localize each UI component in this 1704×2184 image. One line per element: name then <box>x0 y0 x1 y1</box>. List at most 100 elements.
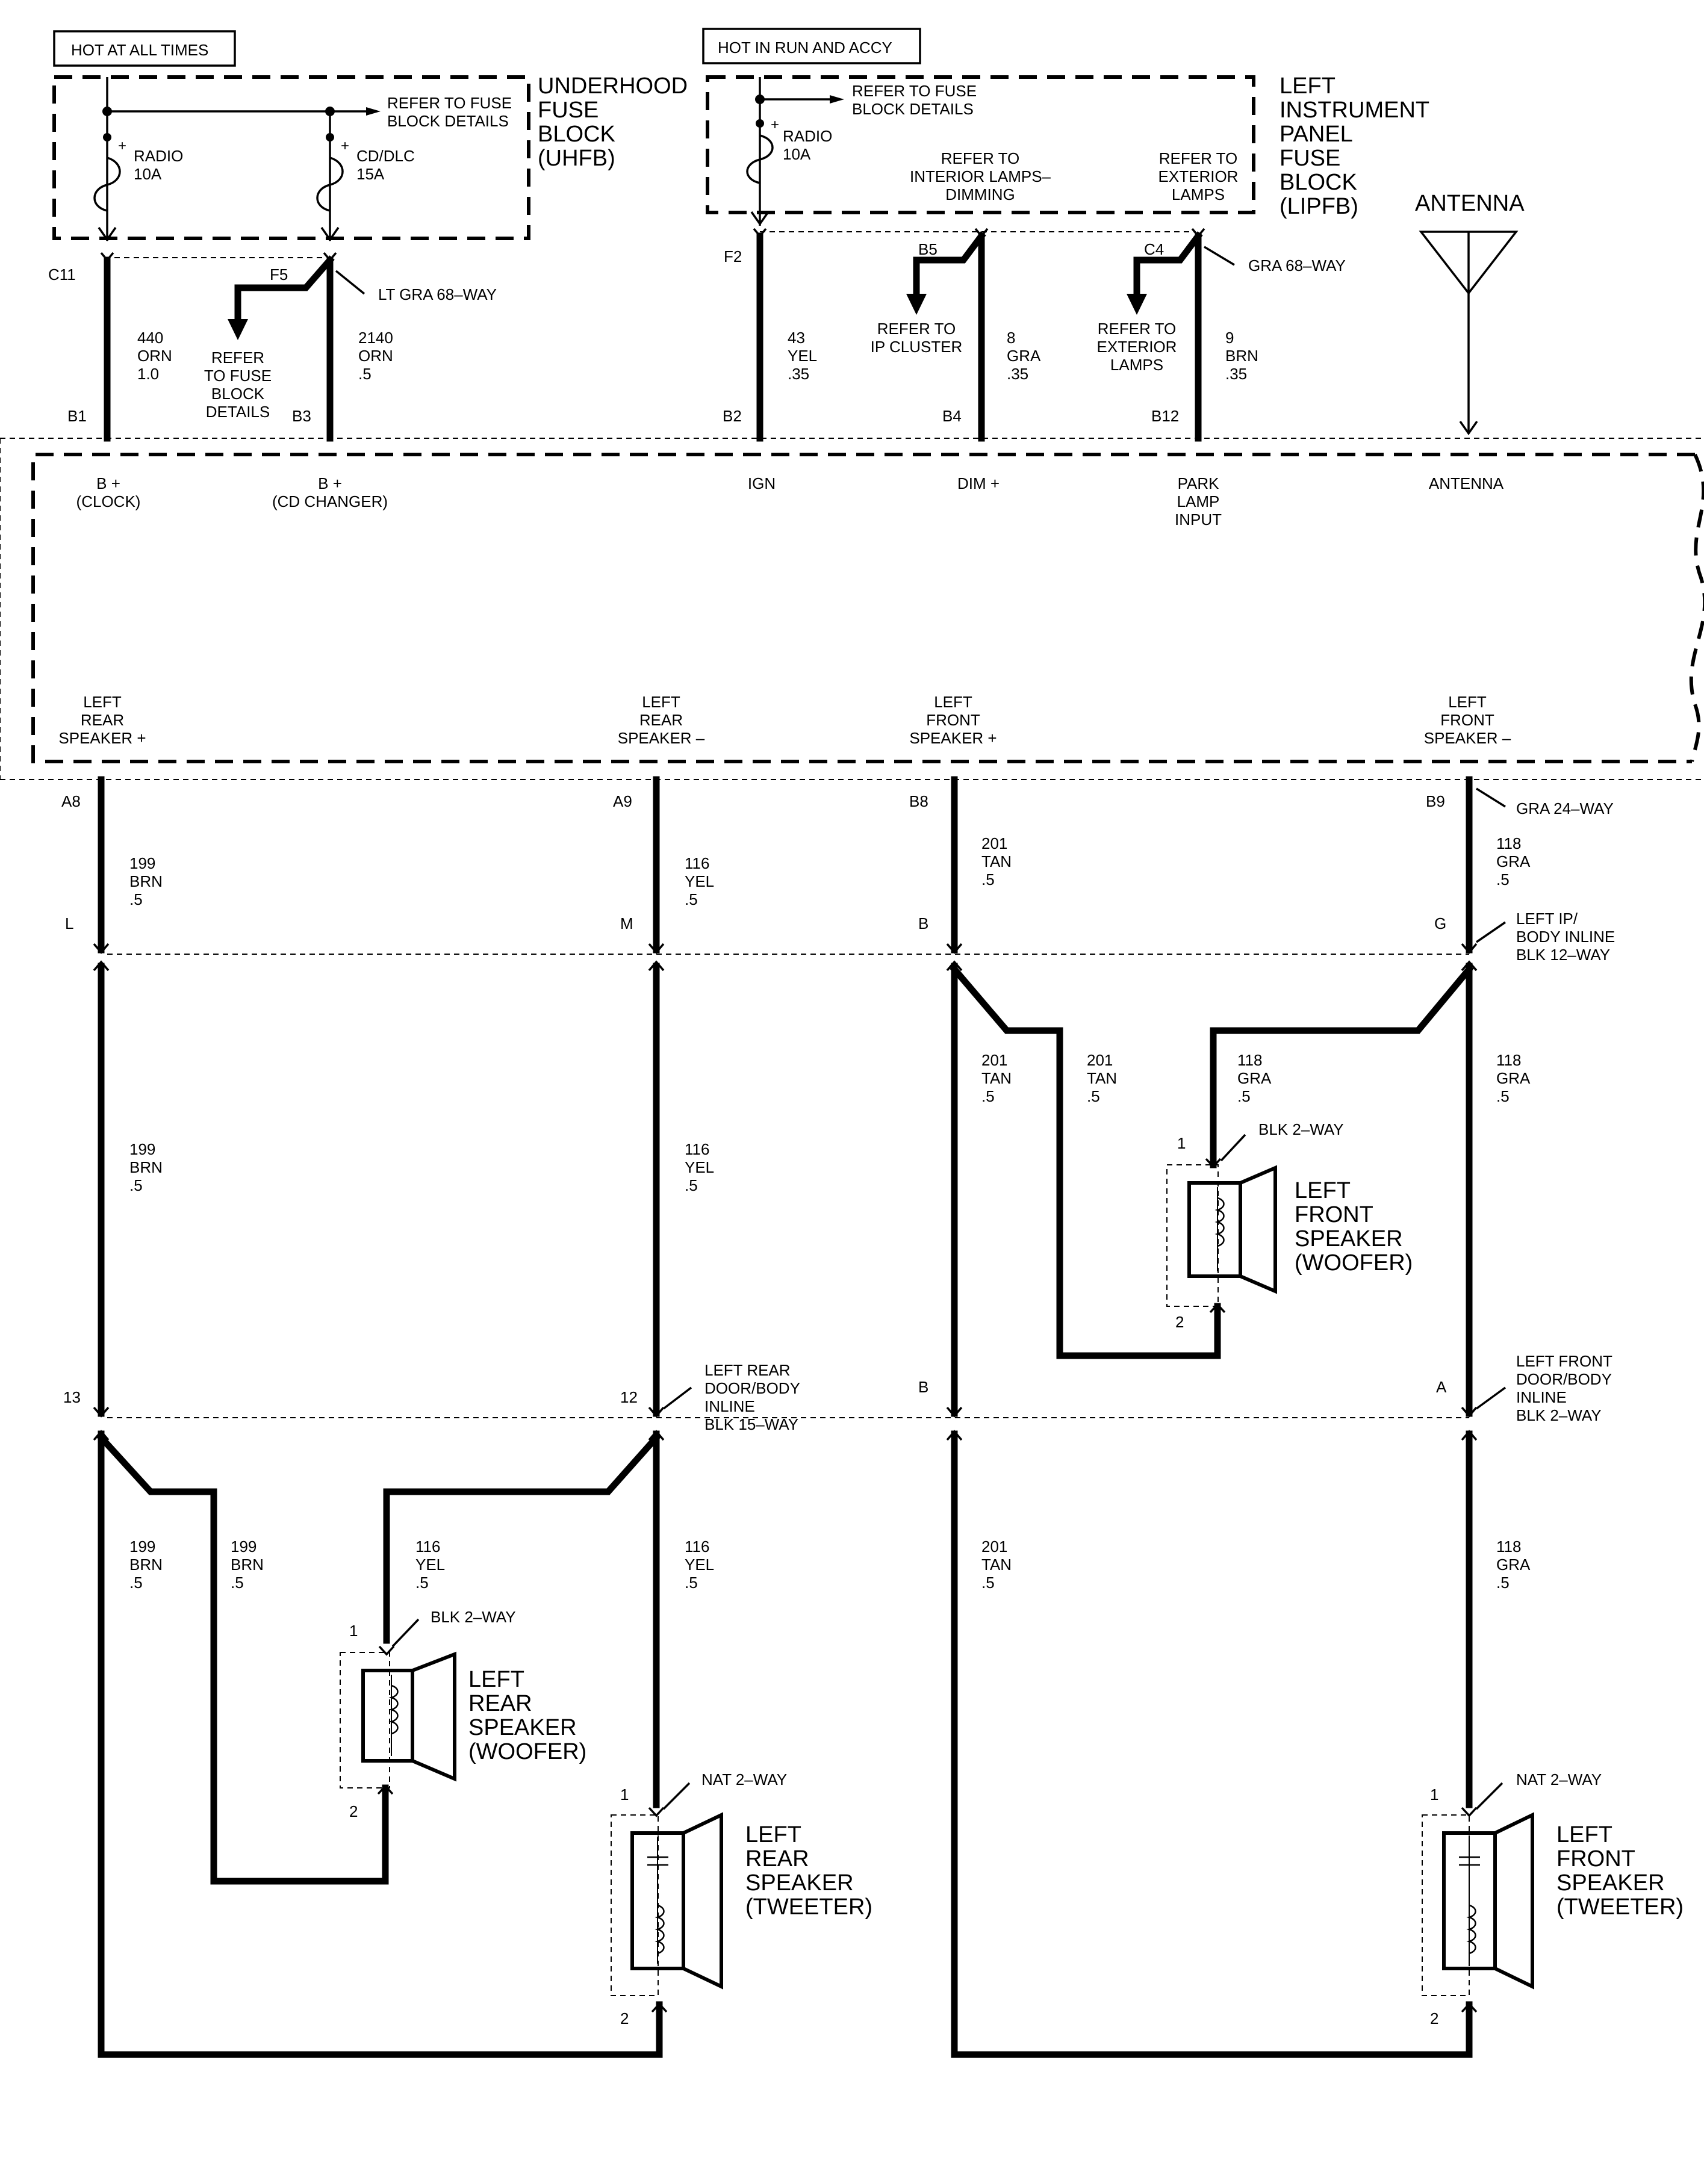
svg-text:DOOR/BODY: DOOR/BODY <box>1516 1370 1612 1388</box>
svg-text:.35: .35 <box>788 365 809 383</box>
svg-text:BRN: BRN <box>129 1158 163 1176</box>
svg-text:BODY INLINE: BODY INLINE <box>1516 928 1615 946</box>
svg-text:.5: .5 <box>358 365 372 383</box>
conn-nat-2-way-front: NAT 2–WAY <box>1516 1770 1602 1788</box>
svg-text:FUSE: FUSE <box>1280 146 1340 171</box>
wire-199-label-4: 199 <box>231 1537 257 1556</box>
svg-text:FRONT: FRONT <box>926 711 980 729</box>
wire-116-label-1: 116 <box>685 854 709 872</box>
refer-ip-cluster-text: REFER TO <box>877 320 956 338</box>
left-rear-tweeter-label: LEFT <box>745 1822 801 1847</box>
lipfb-title: LEFT <box>1280 73 1336 99</box>
left-front-woofer: 1 2 BLK 2–WAY LEFT FRONT SPEAKER (WOOFER… <box>1166 1120 1413 1331</box>
svg-text:TAN: TAN <box>981 1069 1012 1087</box>
radio-pin-dim: DIM + <box>957 474 1000 492</box>
wire-199-label-3: 199 <box>129 1537 155 1556</box>
svg-text:+: + <box>118 138 126 154</box>
radio-pin-ign: IGN <box>748 474 776 492</box>
wire-118-label-2: 118 <box>1237 1051 1262 1069</box>
svg-text:SPEAKER +: SPEAKER + <box>58 729 146 747</box>
coil-icon <box>1466 1904 1476 1955</box>
refer-exterior-lamps-branch <box>1133 231 1203 300</box>
svg-text:.5: .5 <box>1237 1087 1251 1105</box>
svg-text:1: 1 <box>1177 1134 1186 1152</box>
svg-text:REAR: REAR <box>639 711 683 729</box>
svg-text:2: 2 <box>349 1802 358 1820</box>
uhfb-fuse-block: HOT AT ALL TIMES + + REFER TO FUSE BLOCK… <box>52 30 688 242</box>
wire-199-lower-loop <box>98 1430 663 2058</box>
left-front-tweeter-label: LEFT <box>1556 1822 1612 1847</box>
svg-text:YEL: YEL <box>685 1556 714 1574</box>
uhfb-outline <box>52 75 530 240</box>
svg-text:10A: 10A <box>783 145 811 163</box>
svg-text:.5: .5 <box>129 890 143 908</box>
radio-pin-park-lamp-input: PARK <box>1178 474 1220 492</box>
svg-text:(CD CHANGER): (CD CHANGER) <box>272 492 388 510</box>
wire-201-lower-loop <box>951 1430 1473 2058</box>
pin-13: 13 <box>63 1388 81 1406</box>
svg-text:DOOR/BODY: DOOR/BODY <box>704 1379 800 1397</box>
svg-text:LAMPS: LAMPS <box>1110 356 1163 374</box>
coil-icon <box>1214 1197 1225 1247</box>
svg-text:TAN: TAN <box>1087 1069 1117 1087</box>
svg-text:BRN: BRN <box>231 1556 264 1574</box>
svg-text:1: 1 <box>349 1622 358 1640</box>
uhfb-title: UNDERHOOD <box>538 73 688 99</box>
radio-fuse-label: RADIO <box>134 147 183 165</box>
refer-fuse-branch <box>234 255 335 326</box>
wire-199-label-1: 199 <box>129 854 155 872</box>
svg-text:BLK 2–WAY: BLK 2–WAY <box>1516 1406 1602 1424</box>
wire-201-woofer-branch <box>950 964 1221 1359</box>
pin-a-door: A <box>1436 1378 1447 1396</box>
radio-pin-left-front-speaker-minus: LEFT <box>1448 693 1487 711</box>
left-front-woofer-label: LEFT <box>1295 1178 1351 1203</box>
uhfb-refer-text: REFER TO FUSE <box>387 94 512 112</box>
conn-blk-2-way-front: BLK 2–WAY <box>1258 1120 1344 1138</box>
lipfb-radio-fuse-symbol <box>746 134 774 184</box>
svg-text:.5: .5 <box>981 1087 995 1105</box>
coil-icon <box>388 1684 399 1735</box>
hot-at-all-times-box <box>53 30 236 67</box>
svg-text:.5: .5 <box>685 1176 698 1194</box>
svg-text:LAMPS: LAMPS <box>1172 185 1225 203</box>
svg-text:BLOCK DETAILS: BLOCK DETAILS <box>852 100 974 118</box>
pin-b8: B8 <box>909 792 928 810</box>
svg-text:SPEAKER: SPEAKER <box>745 1870 854 1896</box>
svg-text:INTERIOR LAMPS–: INTERIOR LAMPS– <box>910 167 1051 185</box>
lipfb-refer-text: REFER TO FUSE <box>852 82 977 100</box>
svg-text:DETAILS: DETAILS <box>206 403 270 421</box>
conn-blk-2-way-rear: BLK 2–WAY <box>431 1608 516 1626</box>
conn-left-ip-body-inline: LEFT IP/ <box>1516 910 1578 928</box>
svg-text:GRA: GRA <box>1496 1556 1531 1574</box>
refer-fuse-block-text: REFER <box>211 349 264 367</box>
svg-text:(WOOFER): (WOOFER) <box>468 1739 586 1764</box>
pin-b3: B3 <box>292 407 311 425</box>
svg-text:2: 2 <box>1430 2009 1438 2027</box>
svg-text:TO FUSE: TO FUSE <box>204 367 272 385</box>
wire-440-label: 440 <box>137 329 163 347</box>
wire-199-label-2: 199 <box>129 1140 155 1158</box>
svg-text:.5: .5 <box>415 1574 429 1592</box>
hot-at-all-times-label: HOT AT ALL TIMES <box>71 41 208 59</box>
svg-text:BLOCK DETAILS: BLOCK DETAILS <box>387 112 509 130</box>
conn-gra-68-way: GRA 68–WAY <box>1248 256 1346 275</box>
svg-text:REAR: REAR <box>468 1691 532 1716</box>
svg-text:(WOOFER): (WOOFER) <box>1295 1250 1413 1276</box>
svg-text:BLK 12–WAY: BLK 12–WAY <box>1516 946 1610 964</box>
svg-text:.5: .5 <box>231 1574 244 1592</box>
svg-text:.5: .5 <box>981 870 995 889</box>
svg-text:YEL: YEL <box>685 1158 714 1176</box>
svg-text:YEL: YEL <box>685 872 714 890</box>
svg-text:(TWEETER): (TWEETER) <box>1556 1894 1684 1920</box>
svg-text:PANEL: PANEL <box>1280 122 1353 147</box>
svg-text:+: + <box>341 138 349 154</box>
svg-text:FRONT: FRONT <box>1295 1202 1373 1227</box>
svg-text:(LIPFB): (LIPFB) <box>1280 194 1358 219</box>
svg-text:.35: .35 <box>1007 365 1028 383</box>
pin-l: L <box>65 914 73 932</box>
pin-g: G <box>1434 914 1446 932</box>
pin-b2: B2 <box>723 407 742 425</box>
svg-text:(UHFB): (UHFB) <box>538 146 615 171</box>
left-front-tweeter: 1 2 NAT 2–WAY LEFT FRONT SPEAKER (TWEETE… <box>1422 1770 1684 2027</box>
svg-text:FUSE: FUSE <box>538 98 599 123</box>
